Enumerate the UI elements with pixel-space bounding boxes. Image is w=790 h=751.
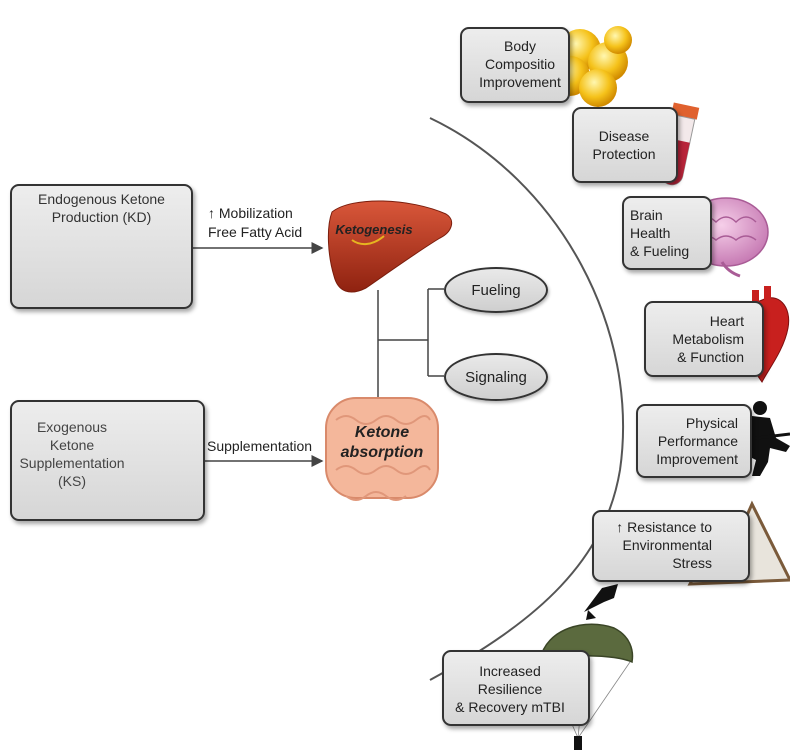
signaling-label: Signaling <box>465 368 527 386</box>
outcome-brain-health: Brain Health & Fueling <box>622 196 712 270</box>
outcome-disease-protection: Disease Protection <box>572 107 678 183</box>
outcome-resilience-mtbi: Increased Resilience & Recovery mTBI <box>442 650 590 726</box>
separator-arc <box>429 117 625 681</box>
outcome-physical-performance: Physical Performance Improvement <box>636 404 752 478</box>
ketone-absorption-label: Ketone absorption <box>340 424 424 461</box>
fueling-label: Fueling <box>471 281 521 299</box>
mobilization-label: ↑ Mobilization Free Fatty Acid <box>208 205 303 240</box>
outcome-body-composition: Body Compositio Improvement <box>460 27 570 103</box>
endogenous-label: Endogenous Ketone Production (KD) <box>38 191 165 225</box>
exogenous-label: Exogenous Ketone Supplementation (KS) <box>19 419 125 489</box>
signaling-ellipse: Signaling <box>444 353 548 401</box>
intestine-shape <box>325 397 439 501</box>
liver-shape <box>327 200 453 293</box>
supplementation-label: Supplementation <box>207 438 313 454</box>
outcome-environmental-stress: ↑ Resistance to Environmental Stress <box>592 510 750 582</box>
outcome-heart-metabolism: Heart Metabolism & Function <box>644 301 764 377</box>
endogenous-source-box: Endogenous Ketone Production (KD) <box>10 184 193 309</box>
ketogenesis-label: Ketogenesis <box>335 222 413 237</box>
exogenous-source-box: Exogenous Ketone Supplementation (KS) <box>10 400 205 521</box>
fueling-ellipse: Fueling <box>444 267 548 313</box>
